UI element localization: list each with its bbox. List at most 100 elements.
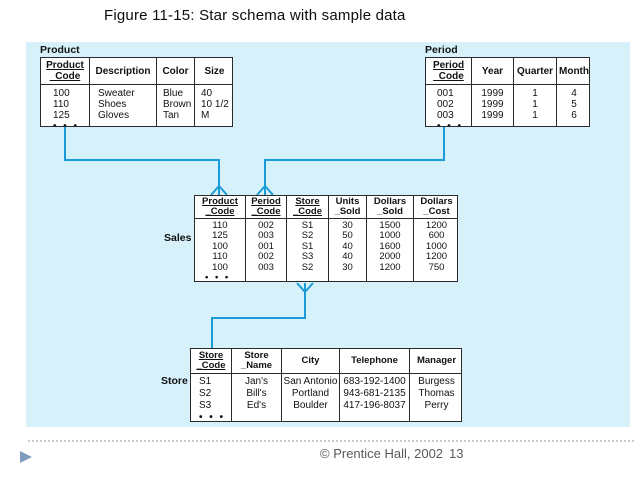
column-body: 683-192-1400 943-681-2135 417-196-8037 (340, 374, 409, 421)
header-cell: Description (90, 58, 156, 85)
header-cell: City (282, 349, 339, 374)
data-cell: 2000 (379, 251, 401, 263)
header-cell: Units _Sold (329, 196, 366, 219)
period-table: Period _Code 001 002 003 • • • Year 1999… (425, 57, 590, 127)
header-line: _Code (49, 71, 81, 82)
data-cell: Blue (163, 88, 184, 99)
column-body: 1500 1000 1600 2000 1200 (367, 219, 413, 281)
product-col-color: Color Blue Brown Tan (156, 58, 194, 126)
header-line: Product (202, 195, 238, 207)
header-cell: Size (195, 58, 232, 85)
data-cell: 100 (53, 88, 70, 99)
data-cell: 40 (201, 88, 213, 99)
header-line: _Code (205, 206, 235, 217)
data-cell: 1 (532, 88, 538, 99)
period-col-quarter: Quarter 1 1 1 (513, 58, 556, 126)
product-col-size: Size 40 10 1/2 M (194, 58, 232, 126)
data-cell: Tan (163, 110, 180, 121)
column-body: S1 S2 S3 • • • (191, 374, 231, 421)
header-line: _Code (251, 206, 281, 217)
header-line: _Name (240, 360, 273, 371)
header-line: Year (481, 65, 504, 77)
data-cell: 003 (258, 261, 274, 273)
slide-title: Figure 11-15: Star schema with sample da… (104, 7, 406, 24)
data-cell: Shoes (98, 99, 127, 110)
data-cell: 5 (571, 99, 577, 110)
column-body: Blue Brown Tan (157, 85, 194, 126)
data-cell: 40 (342, 240, 353, 252)
header-line: Store (295, 195, 320, 207)
data-cell: 4 (571, 88, 577, 99)
data-cell: 003 (437, 110, 454, 121)
header-line: _Code (433, 71, 464, 82)
data-cell: Perry (424, 400, 449, 411)
header-cell: Product _Code (41, 58, 89, 85)
data-cell: 30 (342, 261, 353, 273)
header-cell: Year (472, 58, 513, 85)
column-body: 4 5 6 (557, 85, 589, 126)
data-cell: 003 (258, 230, 274, 242)
data-cell: 750 (428, 261, 445, 273)
period-col-month: Month 4 5 6 (556, 58, 589, 126)
header-line: Dollars (373, 195, 407, 207)
header-line: Quarter (516, 65, 554, 77)
data-cell: 1600 (379, 240, 401, 252)
data-cell: 10 1/2 (201, 99, 229, 110)
data-cell: Gloves (98, 110, 130, 121)
sales-col-dollars-sold: Dollars _Sold 1500 1000 1600 2000 1200 (366, 195, 413, 281)
header-line: Store (244, 349, 269, 361)
footer-divider (28, 440, 634, 442)
header-line: City (301, 354, 320, 366)
period-table-label: Period (425, 44, 458, 56)
column-body: 40 10 1/2 M (195, 85, 232, 126)
product-table-label: Product (40, 44, 80, 56)
product-col-code: Product _Code 100 110 125 • • • (41, 58, 89, 126)
ellipsis-cell: • • • (205, 272, 231, 282)
ellipsis-cell: • • • (437, 121, 464, 127)
data-cell: Ed's (246, 400, 267, 411)
data-cell: 40 (342, 251, 353, 263)
data-cell: 6 (571, 110, 577, 121)
data-cell: 1000 (425, 240, 448, 252)
store-table: Store _Code S1 S2 S3 • • • Store _Name J… (190, 348, 462, 422)
data-cell: S2 (301, 261, 314, 273)
product-col-description: Description Sweater Shoes Gloves (89, 58, 156, 126)
header-cell: Quarter (514, 58, 556, 85)
header-cell: Store _Code (191, 349, 231, 374)
data-cell: 002 (258, 251, 274, 263)
header-cell: Month (557, 58, 589, 85)
data-cell: 125 (212, 230, 228, 242)
header-line: Period (432, 60, 465, 71)
store-col-code: Store _Code S1 S2 S3 • • • (191, 349, 231, 421)
data-cell: S2 (301, 230, 314, 242)
data-cell: Brown (163, 99, 192, 110)
sales-col-period-code: Period _Code 002 003 001 002 003 (245, 196, 286, 281)
column-body: S1 S2 S1 S3 S2 (287, 219, 328, 281)
header-cell: Store _Name (232, 349, 281, 374)
store-table-label: Store (161, 375, 188, 387)
period-col-year: Year 1999 1999 1999 (471, 58, 513, 126)
sales-col-units-sold: Units _Sold 30 50 40 40 30 (328, 196, 366, 281)
data-cell: S3 (199, 400, 212, 411)
data-cell: M (201, 110, 210, 121)
data-cell: S1 (199, 376, 212, 387)
header-cell: Color (157, 58, 194, 85)
data-cell: San Antonio (283, 376, 338, 387)
header-cell: Period _Code (246, 196, 286, 219)
play-triangle-icon (20, 451, 32, 463)
store-col-city: City San Antonio Portland Boulder (281, 349, 339, 421)
data-cell: 002 (258, 220, 274, 231)
data-cell: Thomas (418, 388, 455, 399)
data-cell: 683-192-1400 (343, 376, 406, 387)
data-cell: 110 (212, 251, 228, 263)
sales-col-store-code: Store _Code S1 S2 S1 S3 S2 (286, 195, 328, 281)
data-cell: 100 (212, 240, 228, 252)
column-body: 002 003 001 002 003 (246, 219, 286, 281)
column-body: 1 1 1 (514, 85, 556, 126)
header-line: Size (204, 65, 225, 77)
header-line: Manager (416, 354, 457, 366)
data-cell: S1 (301, 220, 314, 231)
data-cell: 1500 (379, 220, 401, 231)
data-cell: 50 (342, 230, 353, 242)
sales-col-dollars-cost: Dollars _Cost 1200 600 1000 1200 750 (413, 196, 457, 281)
